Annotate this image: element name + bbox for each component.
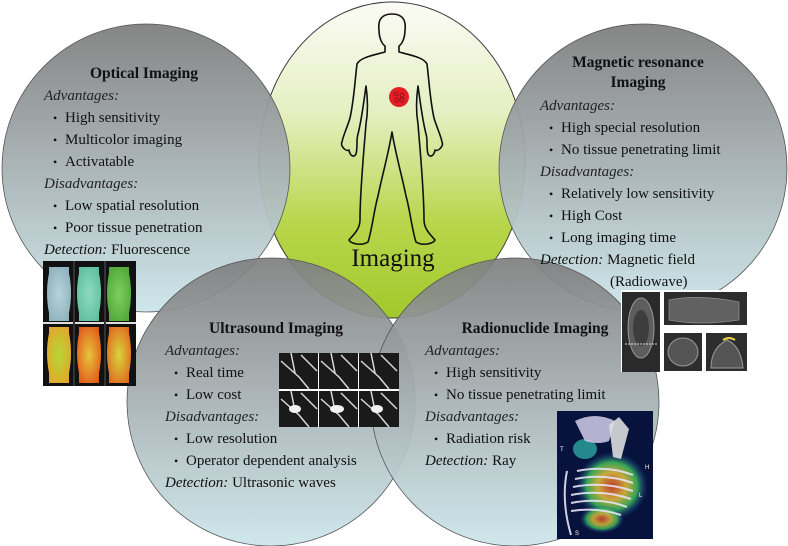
mri-title-line1: Magnetic resonance (572, 54, 704, 71)
spect-ct-skeleton: T H L S (557, 411, 653, 539)
mri-disadvantage: Relatively low sensitivity (540, 183, 788, 205)
radionuclide-advantages-label: Advantages: (425, 343, 500, 359)
mri-disadvantage: Long imaging time (540, 227, 788, 249)
ultrasound-advantages-label: Advantages: (165, 343, 240, 359)
mri-advantage: High special resolution (540, 117, 788, 139)
optical-advantage: Activatable (44, 151, 284, 173)
ultrasound-disadvantage: Low resolution (165, 428, 405, 450)
mri-scan-slices (621, 290, 748, 372)
ultrasound-advantage: Real time (165, 362, 405, 384)
ultrasound-panel: Ultrasound Imaging Advantages: Real time… (165, 318, 405, 494)
mri-panel: Magnetic resonance Imaging Advantages: H… (540, 53, 788, 293)
optical-title: Optical Imaging (89, 65, 199, 82)
radionuclide-disadvantage: Radiation risk (425, 428, 665, 450)
center-label: Imaging (351, 245, 435, 272)
optical-advantage: Multicolor imaging (44, 129, 284, 151)
optical-advantages-label: Advantages: (44, 88, 119, 104)
ultrasound-disadvantages-label: Disadvantages: (165, 409, 260, 425)
optical-detection: Detection: Fluorescence (44, 242, 191, 258)
optical-disadvantage: Low spatial resolution (44, 195, 284, 217)
radionuclide-title: Radionuclide Imaging (461, 320, 609, 337)
ultrasound-disadvantage: Operator dependent analysis (165, 450, 405, 472)
mri-advantage: No tissue penetrating limit (540, 139, 788, 161)
human-body-outline-icon (340, 13, 444, 245)
radionuclide-disadvantages-label: Disadvantages: (425, 409, 520, 425)
label-l: L (639, 493, 643, 499)
mri-disadvantage: High Cost (540, 205, 788, 227)
label-s: S (575, 531, 579, 537)
ultrasound-detection: Detection: Ultrasonic waves (165, 475, 336, 491)
optical-disadvantages-label: Disadvantages: (44, 176, 139, 192)
optical-panel: Optical Imaging Advantages: High sensiti… (44, 63, 284, 261)
radionuclide-advantage: No tissue penetrating limit (425, 384, 665, 406)
ultrasound-title: Ultrasound Imaging (209, 320, 343, 337)
radionuclide-panel: Radionuclide Imaging Advantages: High se… (425, 318, 665, 472)
radionuclide-advantage: High sensitivity (425, 362, 665, 384)
optical-disadvantage: Poor tissue penetration (44, 217, 284, 239)
mri-title-line2: Imaging (610, 74, 666, 91)
red-tumor-marker-icon (389, 87, 409, 107)
mri-advantages-label: Advantages: (540, 98, 615, 114)
ultrasound-advantage: Low cost (165, 384, 405, 406)
ultrasound-vessel-frames (279, 353, 399, 427)
label-h: H (645, 465, 649, 471)
mri-detection: Detection: Magnetic field (540, 252, 695, 268)
mri-disadvantages-label: Disadvantages: (540, 164, 635, 180)
label-t: T (560, 447, 564, 453)
mri-detection-line2: (Radiowave) (610, 274, 688, 290)
radionuclide-detection: Detection: Ray (425, 453, 517, 469)
optical-advantage: High sensitivity (44, 107, 284, 129)
fluorescence-mouse-images (43, 261, 136, 386)
